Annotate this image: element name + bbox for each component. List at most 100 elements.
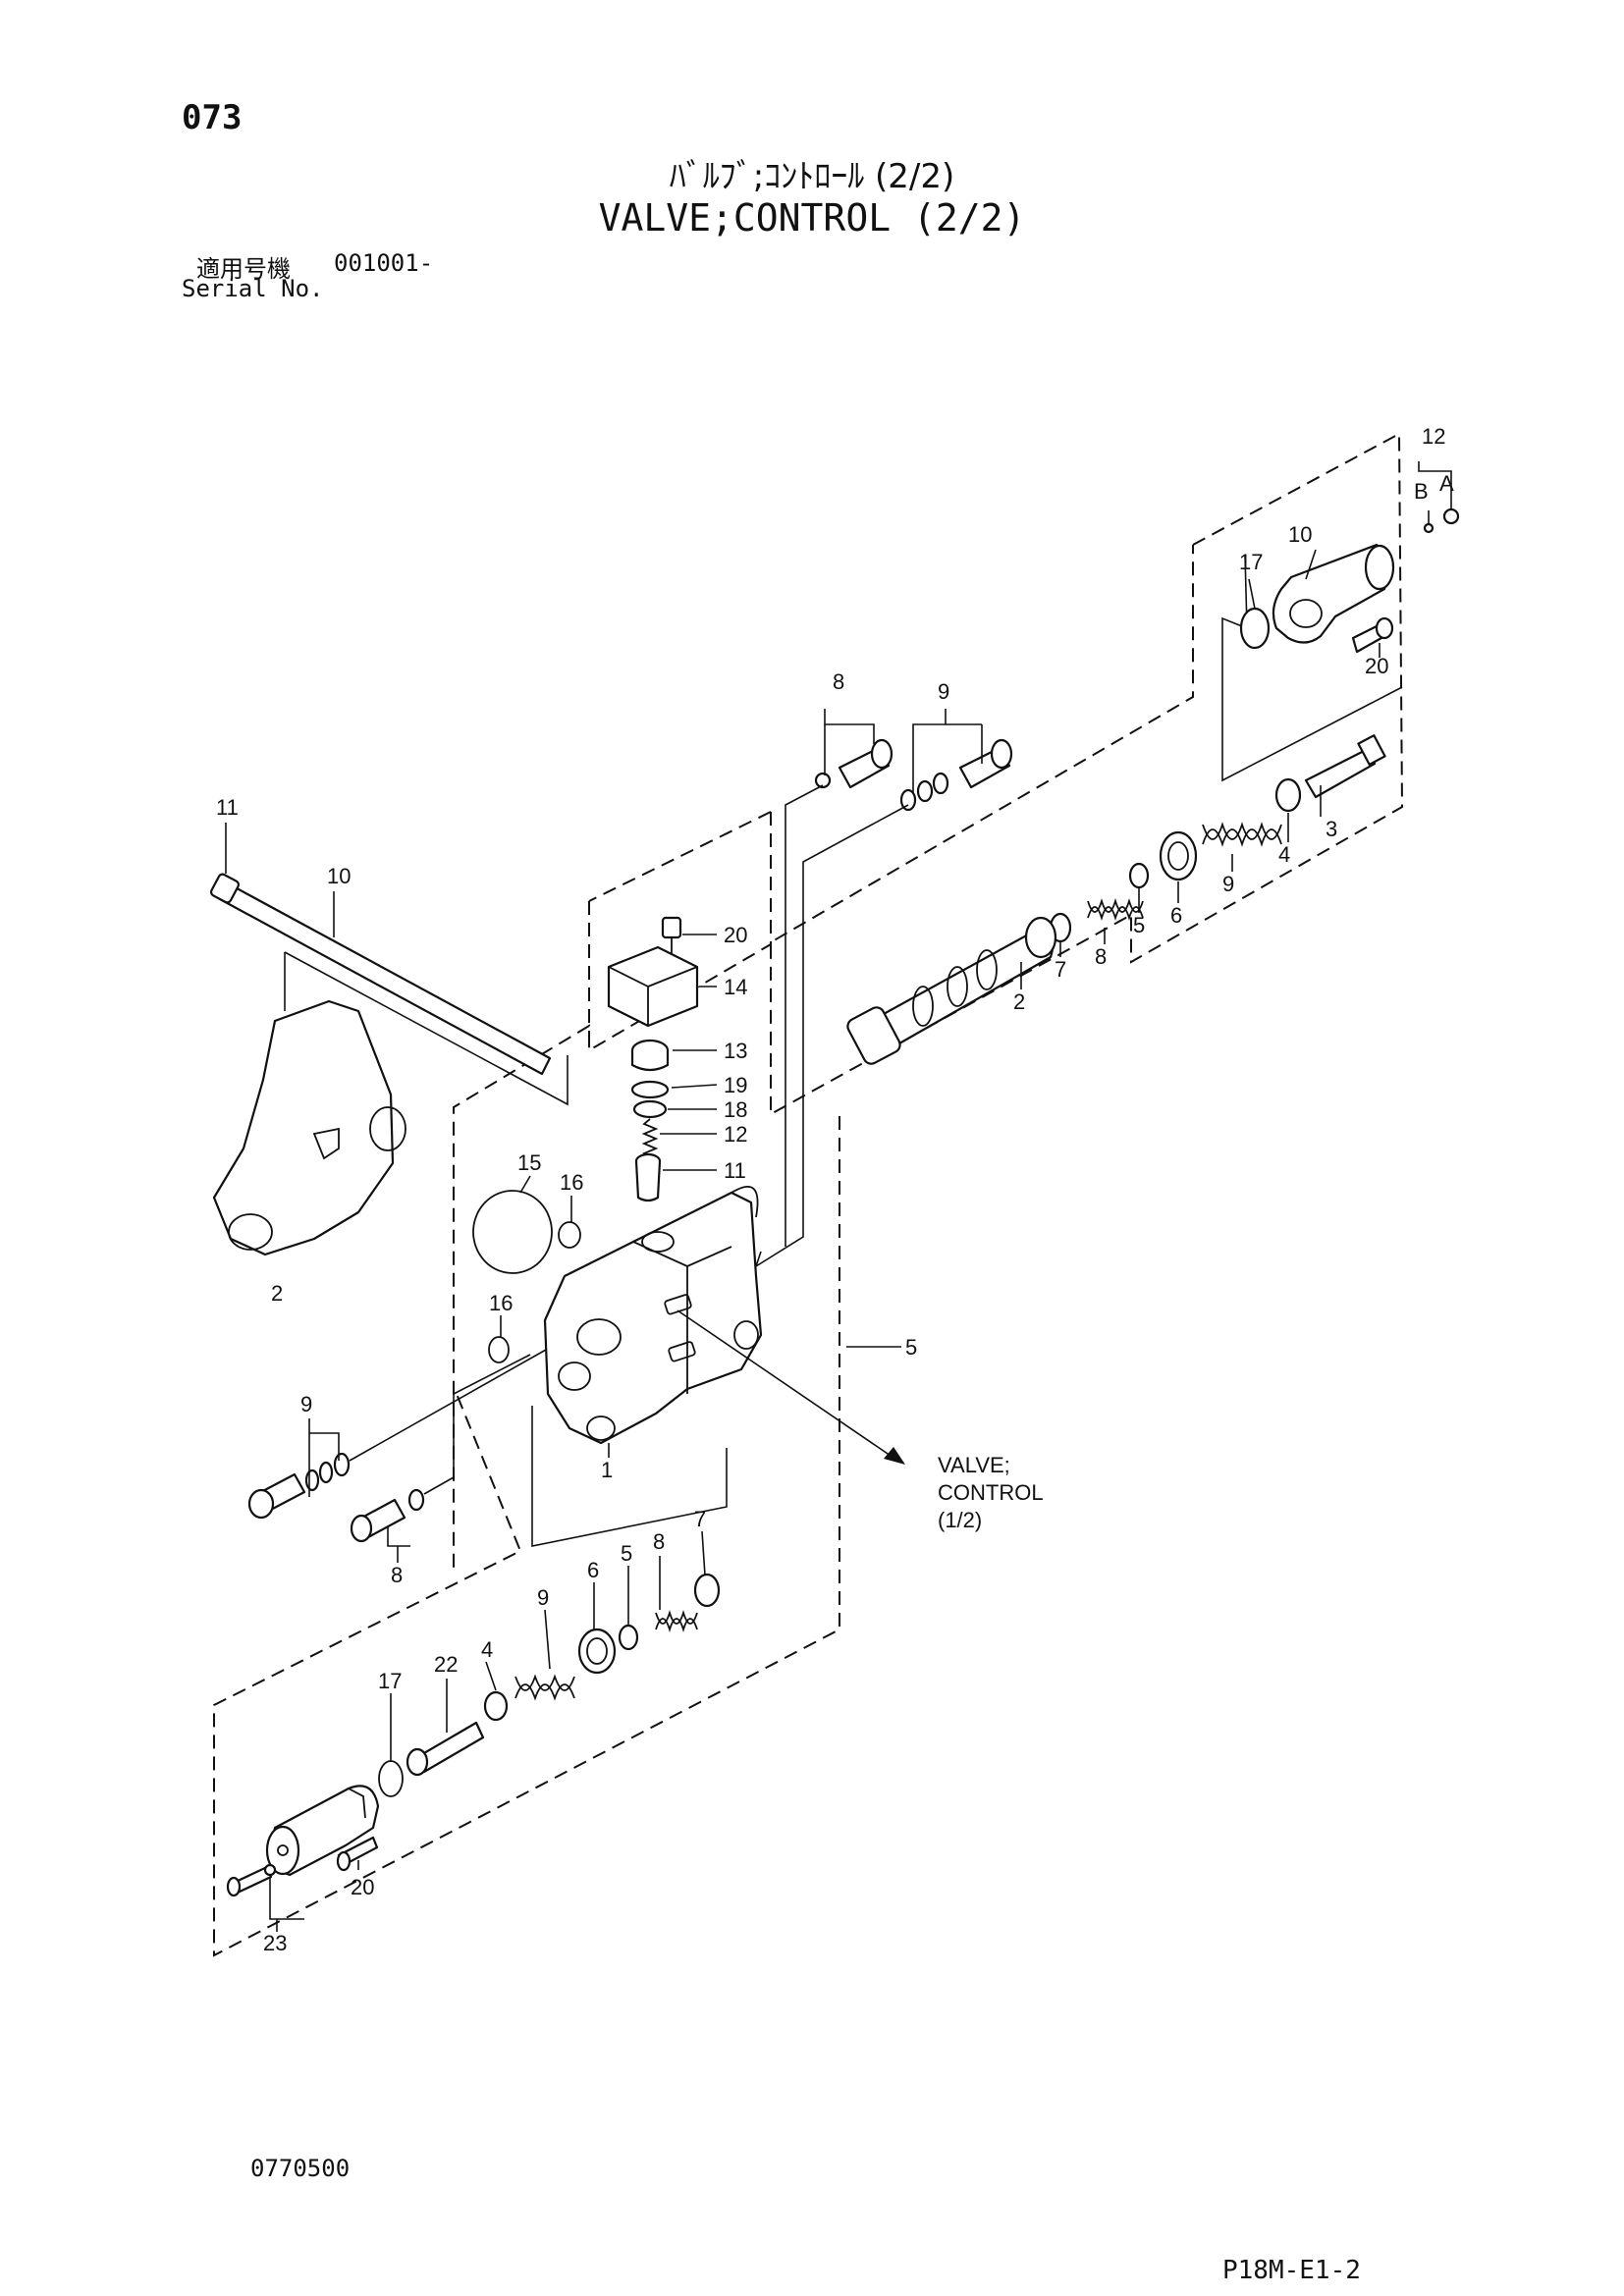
callout-15: 15: [517, 1150, 541, 1175]
page-number: 073: [182, 98, 243, 137]
callout-3-top: 3: [1326, 817, 1337, 841]
callout-9-fitting: 9: [938, 679, 949, 704]
spring-9-bot: [514, 1674, 575, 1701]
leader-8-to-body: [785, 784, 824, 1247]
callout-17-top: 17: [1239, 550, 1263, 574]
o-ring-15: [472, 1190, 553, 1274]
callout-23: 23: [263, 1931, 287, 1955]
o-ring-17-top: [1239, 607, 1271, 650]
washer-5-top: [1128, 862, 1150, 889]
block-14: [607, 945, 699, 1028]
tie-rod-10: [209, 873, 552, 1076]
callout-8-fitting: 8: [833, 669, 844, 694]
nut-12a: [1442, 507, 1460, 525]
callout-8-low: 8: [391, 1563, 403, 1587]
washer-7-bot: [693, 1573, 721, 1608]
spring-12-mid: [641, 1118, 659, 1159]
callout-8-top: 8: [1095, 944, 1107, 969]
solenoid-valve-10-top: [1272, 543, 1395, 644]
callout-12-b: B: [1414, 479, 1429, 504]
serial-label-english: Serial No.: [182, 275, 324, 302]
callout-11-mid: 11: [724, 1158, 746, 1183]
washer-4-bot: [483, 1690, 509, 1722]
fitting-9-top: [899, 738, 1013, 812]
body-port-lead: [755, 1251, 762, 1267]
bolt-23: [226, 1865, 273, 1897]
callout-5-right: 5: [905, 1335, 917, 1360]
callout-13: 13: [724, 1039, 747, 1063]
bolt-20-mid: [661, 916, 682, 967]
leader-8-low: [423, 1354, 531, 1495]
fitting-8-low: [350, 1488, 425, 1543]
o-ring-18: [632, 1099, 668, 1119]
body-mount-bracket: [284, 951, 568, 1106]
callout-7-bot: 7: [694, 1507, 706, 1531]
fitting-8-top: [814, 738, 893, 789]
poppet-11-mid: [634, 1152, 662, 1202]
callout-20-mid: 20: [724, 923, 747, 947]
leader-9-low: [349, 1349, 547, 1462]
o-ring-16-low: [488, 1336, 510, 1363]
callout-1: 1: [601, 1458, 613, 1482]
solenoid-valve-bot: [265, 1785, 380, 1877]
lower-spring-bracket: [531, 1406, 728, 1547]
solenoid-bracket-top: [1221, 554, 1403, 782]
washer-23: [263, 1863, 277, 1877]
washer-12b: [1423, 522, 1435, 534]
plug-22: [406, 1721, 485, 1777]
callout-12-a: A: [1439, 471, 1454, 496]
spool-2: [846, 916, 1057, 1065]
fitting-9-low: [247, 1452, 351, 1520]
reference-note-line2: CONTROL: [938, 1480, 1044, 1505]
callout-14: 14: [724, 975, 747, 999]
callout-9-top: 9: [1222, 872, 1234, 896]
serial-value: 001001-: [334, 249, 434, 277]
callout-11-left: 11: [216, 795, 239, 820]
plug-13: [630, 1039, 670, 1072]
washer-5-bot: [618, 1624, 639, 1651]
upper-left-group-edge: [588, 811, 772, 902]
bolt-20-top: [1351, 616, 1394, 654]
reference-note-line1: VALVE;: [938, 1453, 1010, 1477]
callout-4-top: 4: [1278, 842, 1290, 867]
callout-5-bot: 5: [621, 1541, 632, 1566]
callout-12-mid: 12: [724, 1122, 747, 1147]
callout-18: 18: [724, 1097, 747, 1122]
callout-leaders: [225, 461, 1452, 1932]
bolt-20-bot: [336, 1836, 379, 1872]
callout-5-top: 5: [1133, 913, 1145, 937]
end-cover-2: [212, 999, 406, 1256]
callout-19: 19: [724, 1073, 747, 1097]
o-ring-17-bot: [378, 1760, 404, 1797]
drawing-code: 0770500: [250, 2155, 351, 2182]
serial-label-japanese: 適用号機: [196, 255, 291, 283]
retainer-6-top: [1159, 830, 1198, 881]
callout-2-body: 2: [271, 1281, 283, 1306]
callout-16-low: 16: [489, 1291, 513, 1315]
plug-3: [1304, 734, 1386, 799]
retainer-6-bot: [577, 1628, 617, 1675]
callout-22: 22: [434, 1652, 458, 1677]
washer-4-top: [1274, 777, 1302, 813]
callout-6-top: 6: [1170, 903, 1182, 928]
upper-right-group-outline: [770, 432, 1404, 1116]
callout-20-top: 20: [1365, 654, 1388, 678]
callout-9-low: 9: [300, 1392, 312, 1416]
callout-2-spool: 2: [1013, 989, 1025, 1014]
o-ring-19: [630, 1080, 670, 1099]
page-code: P18M-E1-2: [1222, 2256, 1361, 2285]
leader-9-to-body: [755, 804, 909, 1267]
valve-body-1: [543, 1185, 763, 1445]
callout-20-bot: 20: [351, 1875, 374, 1899]
title-japanese: ﾊﾞﾙﾌﾞ;ｺﾝﾄﾛｰﾙ (2/2): [669, 157, 955, 196]
callout-7-top: 7: [1055, 957, 1066, 982]
reference-arrow-line: [677, 1309, 894, 1459]
spring-9-top: [1202, 822, 1282, 847]
callout-10-left: 10: [327, 864, 351, 888]
callout-10-top: 10: [1288, 522, 1312, 547]
callout-17-bot: 17: [378, 1669, 402, 1693]
callout-12-top: 12: [1422, 424, 1445, 449]
callout-9-bot: 9: [537, 1585, 549, 1610]
callout-6-bot: 6: [587, 1558, 599, 1582]
